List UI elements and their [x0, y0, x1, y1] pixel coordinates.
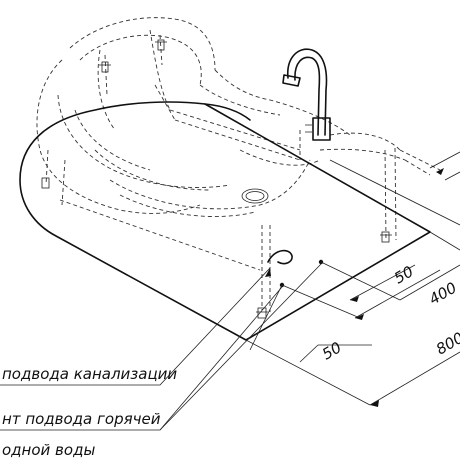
label-leaders	[0, 263, 322, 431]
floor-footprint	[19, 101, 431, 341]
support-feet	[41, 39, 392, 319]
faucet	[282, 48, 331, 141]
dimension-lines	[245, 151, 460, 407]
dimension-50-left: 50	[319, 338, 345, 363]
drain-point-label: подвода канализации	[2, 365, 177, 383]
drain-point-marker	[267, 249, 293, 265]
dimension-400: 400	[426, 279, 460, 309]
hot-water-point-label: нт подвода горячей	[2, 410, 161, 428]
hidden-bathtub-outline	[36, 17, 441, 312]
connection-points	[267, 249, 324, 288]
cold-water-point-label: одной воды	[2, 441, 95, 459]
